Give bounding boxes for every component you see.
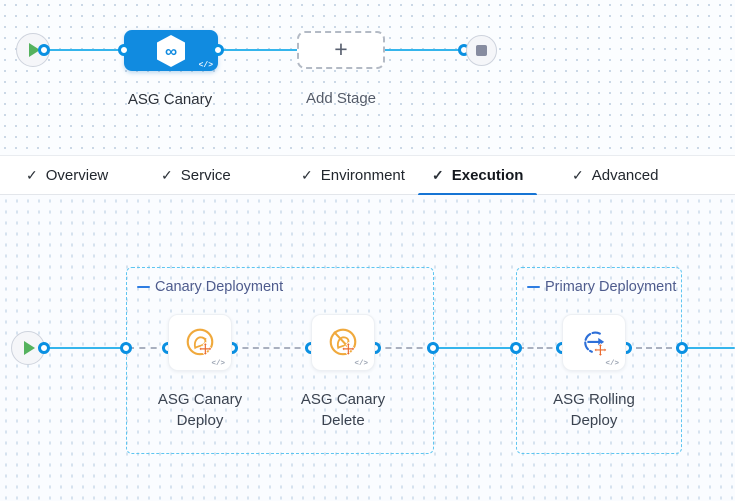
harness-hexagon-icon: ∞ — [157, 34, 185, 67]
active-tab-underline — [418, 193, 538, 196]
tab-advanced[interactable]: ✓ Advanced — [558, 156, 672, 195]
connector-line-solid — [432, 347, 518, 350]
add-stage-button[interactable]: + — [297, 31, 385, 69]
connector-line-dashed — [375, 347, 433, 349]
execution-graph-canvas[interactable]: Canary Deployment Primary Deployment — [0, 195, 735, 501]
connector-dot — [676, 342, 688, 354]
step-label: ASG Canary Delete — [300, 391, 386, 429]
stage-node-asg-canary[interactable]: ∞ </> — [124, 30, 218, 71]
tab-label: Overview — [45, 167, 109, 184]
connector-line-solid — [680, 347, 735, 350]
add-stage-label: Add Stage — [305, 90, 377, 107]
step-card-asg-canary-delete[interactable]: </> — [311, 314, 375, 371]
step-group-canary-deployment[interactable] — [126, 267, 434, 454]
collapse-dash-icon[interactable] — [137, 285, 150, 289]
play-icon — [24, 341, 35, 355]
step-card-asg-canary-deploy[interactable]: </> — [168, 314, 232, 371]
play-icon — [29, 43, 40, 57]
code-icon[interactable]: </> — [605, 360, 619, 368]
connector-line-solid — [216, 49, 299, 52]
connector-dot — [118, 44, 130, 56]
connector-dot — [38, 342, 50, 354]
check-icon: ✓ — [301, 167, 313, 183]
code-icon[interactable]: </> — [198, 61, 213, 70]
tab-label: Advanced — [591, 167, 659, 184]
tab-label: Service — [180, 167, 231, 184]
canary-delete-icon — [329, 328, 357, 356]
step-label: ASG Canary Deploy — [157, 391, 243, 429]
canary-deploy-icon — [186, 328, 214, 356]
group-header-primary[interactable]: Primary Deployment — [527, 279, 676, 295]
connector-dot — [427, 342, 439, 354]
connector-line-dashed — [518, 347, 562, 349]
connector-dot — [212, 44, 224, 56]
code-icon[interactable]: </> — [354, 360, 368, 368]
plus-icon: + — [334, 35, 348, 62]
group-title: Canary Deployment — [155, 279, 284, 295]
tab-environment[interactable]: ✓ Environment — [287, 156, 419, 195]
group-header-canary[interactable]: Canary Deployment — [137, 279, 283, 295]
check-icon: ✓ — [26, 167, 38, 183]
group-title: Primary Deployment — [545, 279, 677, 295]
stage-config-tabs: ✓ Overview ✓ Service ✓ Environment ✓ Exe… — [0, 155, 735, 196]
svg-text:∞: ∞ — [165, 42, 177, 61]
tab-execution[interactable]: ✓ Execution — [418, 156, 538, 196]
collapse-dash-icon[interactable] — [527, 285, 540, 289]
tab-service[interactable]: ✓ Service — [147, 156, 245, 195]
tab-label: Execution — [451, 167, 524, 184]
tab-label: Environment — [320, 167, 405, 184]
code-icon[interactable]: </> — [211, 360, 225, 368]
connector-line-dashed — [232, 347, 311, 349]
connector-line-solid — [44, 49, 126, 52]
connector-line-solid — [44, 347, 128, 350]
check-icon: ✓ — [432, 167, 444, 183]
step-label: ASG Rolling Deploy — [553, 391, 635, 429]
connector-dot — [510, 342, 522, 354]
stage-graph-canvas[interactable]: ∞ </> + ASG Canary Add Stage — [0, 0, 735, 155]
connector-line-dashed — [626, 347, 682, 349]
connector-line-dashed — [128, 347, 168, 349]
tab-overview[interactable]: ✓ Overview — [12, 156, 122, 195]
pipeline-end-node — [466, 35, 497, 66]
connector-line-solid — [383, 49, 463, 52]
step-group-primary-deployment[interactable] — [516, 267, 682, 454]
check-icon: ✓ — [572, 167, 584, 183]
rolling-deploy-icon — [584, 331, 608, 357]
connector-dot — [38, 44, 50, 56]
check-icon: ✓ — [161, 167, 173, 183]
stage-name-label: ASG Canary — [127, 91, 213, 108]
stop-icon — [476, 45, 487, 56]
connector-dot — [120, 342, 132, 354]
step-card-asg-rolling-deploy[interactable]: </> — [562, 314, 626, 371]
